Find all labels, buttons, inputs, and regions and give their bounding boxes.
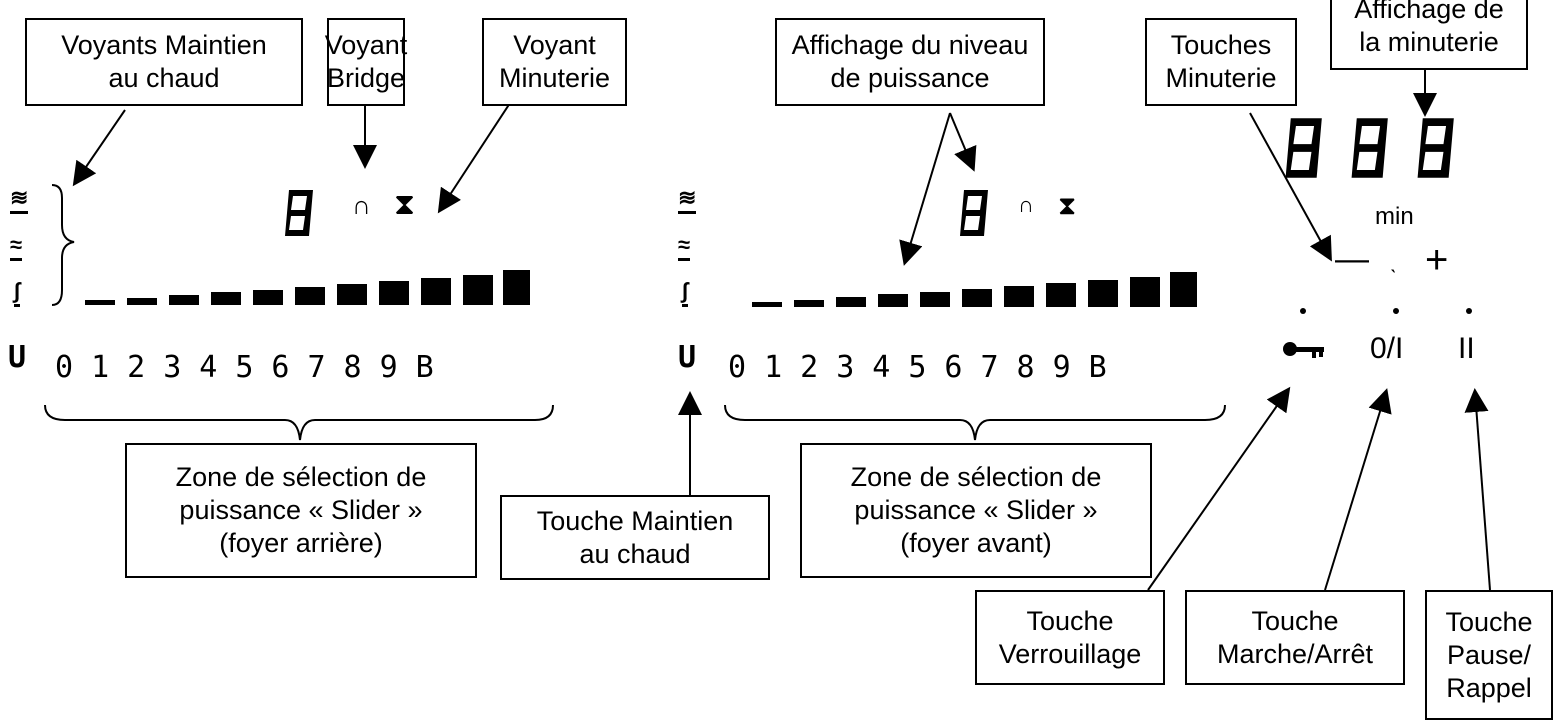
heat-icon-1-rear: ∫ — [14, 278, 21, 307]
slider-front[interactable]: 0 1 2 3 4 5 6 7 8 9 B — [728, 345, 1228, 385]
callout-slider-rear: Zone de sélection de puissance « Slider … — [125, 443, 477, 578]
level-2: 2 — [127, 350, 146, 385]
callout-timer-light-text: Voyant Minuterie — [498, 30, 611, 93]
level-0: 0 — [728, 350, 747, 385]
level-3: 3 — [836, 350, 855, 385]
callout-pause-key-text: Touche Pause/ Rappel — [1445, 606, 1533, 703]
timer-display — [1283, 113, 1459, 183]
callout-keep-warm-lights-text: Voyants Maintien au chaud — [61, 30, 267, 93]
level-1: 1 — [91, 350, 110, 385]
heat-icon-2-rear: ≈ — [10, 232, 23, 261]
onoff-button[interactable]: 0/I — [1370, 332, 1404, 365]
level-1: 1 — [764, 350, 783, 385]
timer-digit-1 — [1285, 118, 1322, 178]
hourglass-icon-front: ⧗ — [1058, 190, 1077, 220]
timer-minus-button[interactable]: — — [1335, 240, 1369, 278]
arrow-timer-keys — [1249, 112, 1332, 262]
indicator-dot-pause — [1466, 308, 1472, 314]
level-2: 2 — [800, 350, 819, 385]
clock-icon: ˎ — [1390, 248, 1398, 273]
brace-slider-front — [724, 404, 1226, 441]
level-0: 0 — [55, 350, 74, 385]
level-b: B — [415, 350, 434, 385]
callout-power-level-display-text: Affichage du niveau de puissance — [791, 30, 1029, 93]
callout-onoff-key-text: Touche Marche/Arrêt — [1216, 605, 1374, 669]
callout-keep-warm-key-text: Touche Maintien au chaud — [536, 505, 734, 569]
hourglass-icon-rear: ⧗ — [394, 188, 416, 221]
level-6: 6 — [271, 350, 290, 385]
slider-rear[interactable]: 0 1 2 3 4 5 6 7 8 9 B — [55, 345, 555, 385]
level-3: 3 — [163, 350, 182, 385]
callout-slider-front: Zone de sélection de puissance « Slider … — [800, 443, 1152, 578]
indicator-dot-lock — [1300, 308, 1306, 314]
power-level-digit-rear — [285, 190, 313, 236]
heat-icon-2-front: ≈ — [678, 232, 691, 261]
level-9: 9 — [379, 350, 398, 385]
level-5: 5 — [235, 350, 254, 385]
callout-keep-warm-key: Touche Maintien au chaud — [500, 495, 770, 580]
callout-timer-keys: Touches Minuterie — [1145, 18, 1297, 106]
power-bar-rear — [85, 270, 530, 305]
callout-timer-light: Voyant Minuterie — [482, 18, 627, 106]
brace-left — [51, 184, 75, 306]
arrow-power-level-b — [949, 112, 977, 172]
power-bar-front — [752, 272, 1197, 307]
callout-lock-key-text: Touche Verrouillage — [998, 605, 1142, 669]
heat-icon-3-rear: ≋ — [10, 185, 29, 214]
arrow-timer-light — [437, 102, 511, 214]
timer-digit-2 — [1351, 118, 1388, 178]
callout-keep-warm-lights: Voyants Maintien au chaud — [25, 18, 303, 106]
keep-warm-key-front[interactable]: U — [678, 340, 697, 375]
level-4: 4 — [199, 350, 218, 385]
arrow-pause-key — [1464, 388, 1491, 591]
callout-bridge-light-text: Voyant Bridge — [324, 30, 408, 93]
callout-power-level-display: Affichage du niveau de puissance — [775, 18, 1045, 106]
level-9: 9 — [1052, 350, 1071, 385]
arrow-lock-key — [1147, 386, 1291, 591]
callout-slider-rear-text: Zone de sélection de puissance « Slider … — [175, 462, 427, 558]
callout-timer-display-text: Affichage de la minuterie — [1354, 0, 1504, 57]
callout-pause-key: Touche Pause/ Rappel — [1425, 590, 1553, 720]
timer-unit: min — [1375, 203, 1414, 230]
level-4: 4 — [872, 350, 891, 385]
power-level-digit-front — [960, 190, 988, 236]
callout-timer-keys-text: Touches Minuterie — [1165, 30, 1277, 93]
heat-icon-3-front: ≋ — [678, 185, 697, 214]
level-8: 8 — [1016, 350, 1035, 385]
timer-digit-3 — [1417, 118, 1454, 178]
callout-onoff-key: Touche Marche/Arrêt — [1185, 590, 1405, 685]
bridge-light-front: ∩ — [1018, 192, 1034, 217]
indicator-dot-onoff — [1393, 308, 1399, 314]
arrow-onoff-key — [1324, 388, 1392, 591]
callout-lock-key: Touche Verrouillage — [975, 590, 1165, 685]
bridge-light-rear: ∩ — [352, 190, 371, 220]
callout-slider-front-text: Zone de sélection de puissance « Slider … — [850, 462, 1102, 558]
level-7: 7 — [980, 350, 999, 385]
arrow-power-level-a — [899, 112, 951, 266]
level-6: 6 — [944, 350, 963, 385]
keep-warm-key-rear[interactable]: U — [8, 340, 27, 375]
callout-timer-display: Affichage de la minuterie — [1330, 0, 1528, 70]
level-8: 8 — [343, 350, 362, 385]
level-b: B — [1088, 350, 1107, 385]
arrow-keep-warm-lights — [72, 109, 126, 187]
pause-button[interactable]: II — [1458, 332, 1475, 365]
key-icon[interactable] — [1282, 337, 1327, 361]
brace-slider-rear — [44, 404, 554, 441]
level-7: 7 — [307, 350, 326, 385]
timer-plus-button[interactable]: + — [1425, 238, 1449, 282]
heat-icon-1-front: ∫ — [682, 278, 689, 307]
level-5: 5 — [908, 350, 927, 385]
callout-bridge-light: Voyant Bridge — [324, 18, 408, 106]
